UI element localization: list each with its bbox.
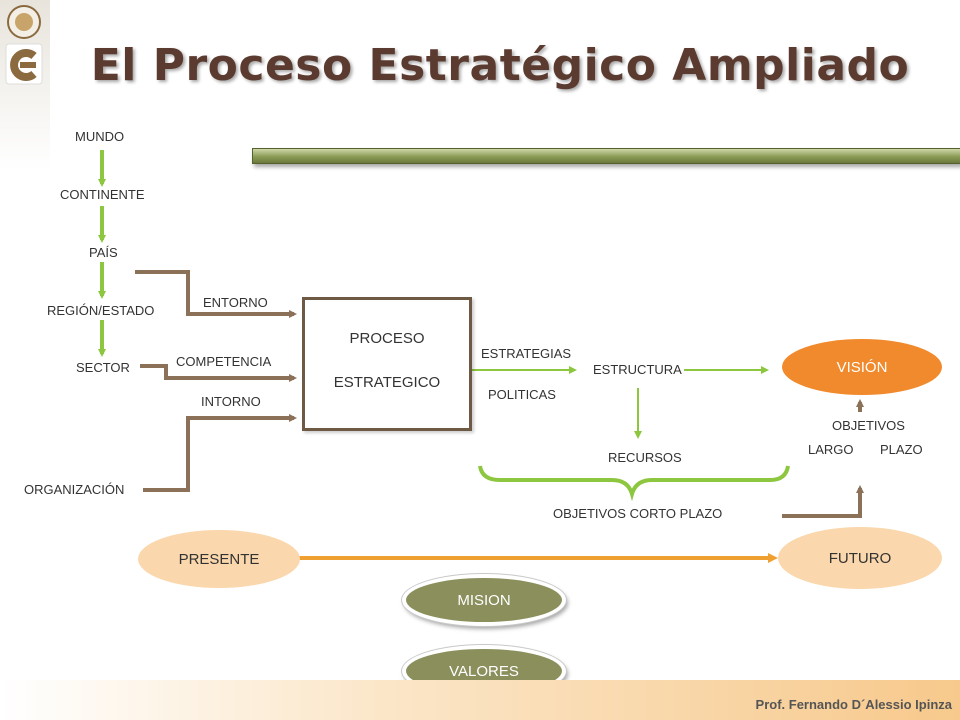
divider-bar xyxy=(252,148,960,164)
label-entorno: ENTORNO xyxy=(203,295,268,310)
mision-pill: MISION xyxy=(402,574,566,626)
label-recursos: RECURSOS xyxy=(608,450,682,465)
page-title: El Proceso Estratégico Ampliado xyxy=(90,40,910,91)
present-label: PRESENTE xyxy=(178,550,260,568)
arrow-intorno xyxy=(143,414,297,492)
label-competencia: COMPETENCIA xyxy=(176,354,272,369)
label-intorno: INTORNO xyxy=(201,394,261,409)
label-objetivos: OBJETIVOS xyxy=(832,418,905,433)
label-region: REGIÓN/ESTADO xyxy=(47,303,155,318)
future-label: FUTURO xyxy=(828,549,892,567)
valores-label: VALORES xyxy=(449,662,519,680)
label-politicas: POLITICAS xyxy=(488,387,556,402)
process-box: PROCESO ESTRATEGICO xyxy=(302,297,472,431)
future-ellipse: FUTURO xyxy=(778,527,942,589)
label-continente: CONTINENTE xyxy=(60,187,145,202)
label-mundo: MUNDO xyxy=(75,129,125,144)
arrow-corto-largo xyxy=(782,485,864,518)
vision-ellipse: VISIÓN xyxy=(782,339,942,395)
label-pais: PAÍS xyxy=(89,245,118,260)
brace xyxy=(478,465,790,502)
mision-label: MISION xyxy=(457,591,511,609)
footer-credit: Prof. Fernando D´Alessio Ipinza xyxy=(755,697,952,712)
arrow-competencia xyxy=(140,364,297,382)
label-estrategias: ESTRATEGIAS xyxy=(481,346,572,361)
arrow-entorno xyxy=(135,270,297,318)
present-ellipse: PRESENTE xyxy=(138,530,300,588)
process-line1: PROCESO xyxy=(349,330,425,347)
label-objetivos-corto-plazo: OBJETIVOS CORTO PLAZO xyxy=(553,506,723,521)
label-organizacion: ORGANIZACIÓN xyxy=(24,482,125,497)
footer-band xyxy=(0,680,960,720)
process-line2: ESTRATEGICO xyxy=(333,374,441,391)
vision-label: VISIÓN xyxy=(836,358,888,376)
label-largo: LARGO xyxy=(808,442,854,457)
label-plazo: PLAZO xyxy=(880,442,923,457)
logo xyxy=(5,5,43,85)
label-estructura: ESTRUCTURA xyxy=(593,362,682,377)
label-sector: SECTOR xyxy=(76,360,130,375)
